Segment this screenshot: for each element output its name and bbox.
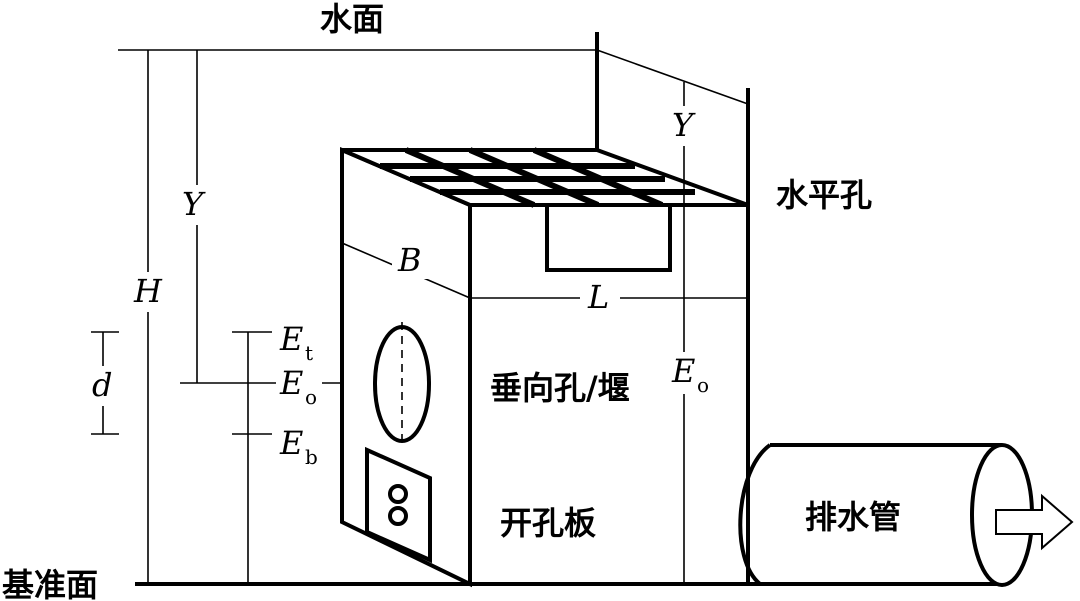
horizontal-orifice-label: 水平孔 [776, 176, 872, 214]
et-subscript: t [305, 341, 313, 365]
vertical-orifice-weir-label: 垂向孔/堰 [490, 369, 630, 407]
eo-right-subscript: o [697, 373, 709, 397]
lower-orifice-2 [388, 506, 408, 526]
lower-orifice-1 [388, 484, 408, 504]
et-label: E [279, 320, 303, 358]
top-grating [380, 147, 695, 208]
drain-pipe-label: 排水管 [805, 498, 901, 536]
eo-label: E [279, 364, 303, 402]
datum-label: 基准面 [2, 566, 98, 601]
d-label: d [92, 366, 112, 404]
drain-pipe-left-end [738, 443, 772, 586]
water-surface-perspective-line [596, 49, 749, 105]
flow-arrow-icon [995, 493, 1074, 551]
l-label: L [587, 278, 609, 316]
perforated-plate-label: 开孔板 [500, 504, 596, 542]
front-weir-opening [545, 203, 672, 272]
water-surface-label: 水面 [320, 0, 384, 38]
drain-pipe-body [748, 443, 1002, 586]
eo-right-label: E [671, 352, 695, 390]
h-label: H [133, 272, 163, 310]
y-label-right: Y [672, 106, 696, 144]
lower-orifice-panel [365, 446, 432, 564]
y-label-left: Y [182, 185, 206, 223]
eo-subscript: o [305, 385, 317, 409]
b-label: B [397, 241, 422, 279]
eb-label: E [279, 424, 303, 462]
eb-subscript: b [305, 445, 318, 469]
